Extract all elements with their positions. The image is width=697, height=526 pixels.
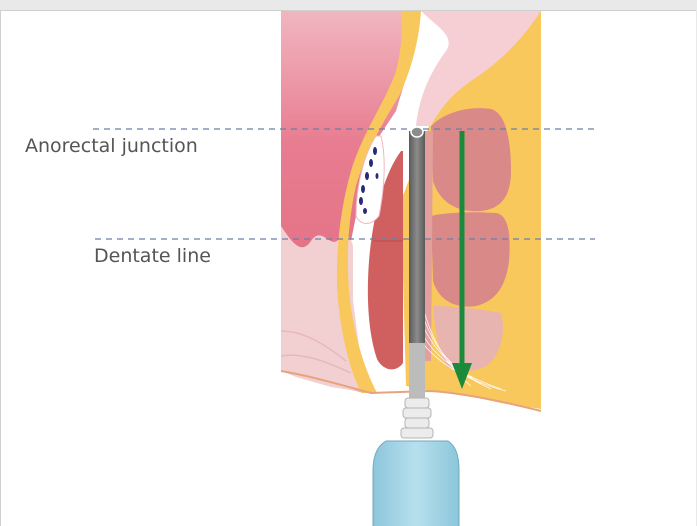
top-strip: [0, 0, 697, 10]
external-sphincter-upper: [431, 108, 511, 211]
probe-tip: [411, 127, 423, 137]
dentate-line-label: Dentate line: [94, 245, 211, 267]
probe-handle: [373, 441, 459, 526]
diagram-canvas: Anorectal junction Dentate line: [0, 10, 696, 526]
probe-shaft-lower: [409, 343, 425, 398]
anorectal-junction-label: Anorectal junction: [25, 135, 198, 157]
probe-connector: [401, 398, 433, 438]
probe-shaft: [409, 131, 425, 343]
anatomy-illustration: [1, 11, 696, 526]
